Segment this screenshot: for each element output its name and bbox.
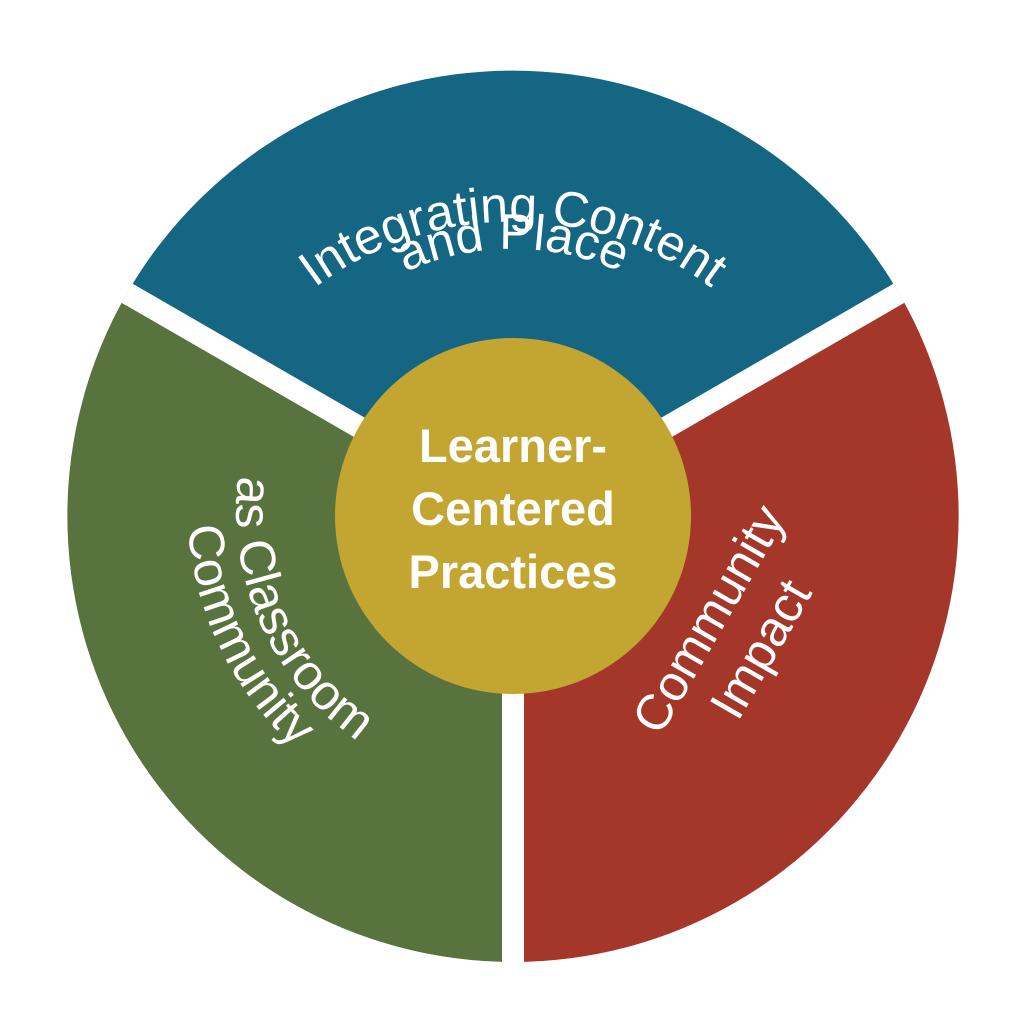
center-circle bbox=[335, 338, 691, 694]
center-label: Learner- Centered Practices bbox=[408, 419, 617, 598]
segments-group bbox=[67, 70, 959, 962]
center-label-line-1: Learner- bbox=[419, 419, 607, 472]
center-label-line-2: Centered bbox=[411, 482, 615, 535]
center-label-line-3: Practices bbox=[408, 545, 617, 598]
segment-integrating bbox=[127, 70, 899, 516]
